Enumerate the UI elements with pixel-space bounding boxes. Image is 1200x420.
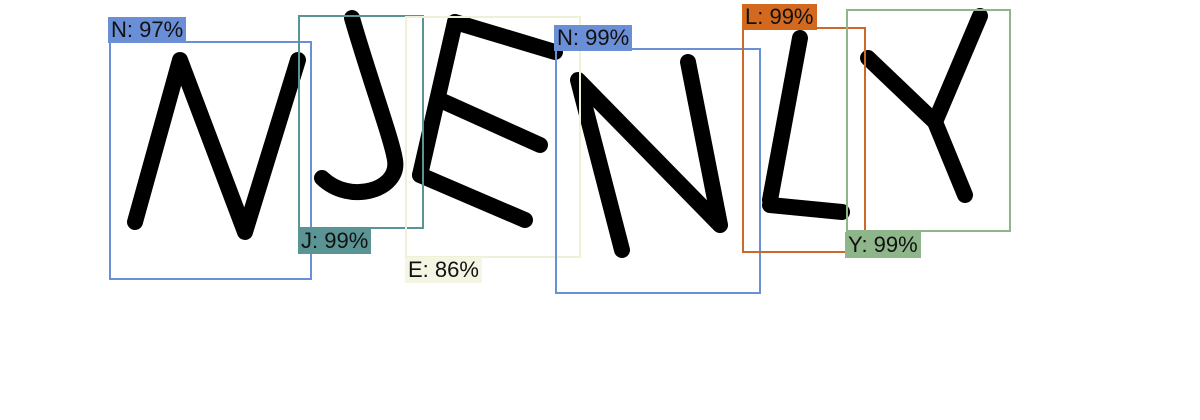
detection-label: N: 97% <box>108 17 187 43</box>
glyph-n-left <box>127 52 306 240</box>
detection-label: J: 99% <box>298 228 372 254</box>
glyph-j <box>314 10 404 200</box>
glyph-n-middle <box>570 54 728 258</box>
glyph-e <box>412 14 563 228</box>
detection-label: Y: 99% <box>845 232 921 258</box>
detection-label: L: 99% <box>742 4 817 30</box>
bounding-box <box>846 9 1011 232</box>
glyph-y <box>860 8 988 203</box>
detection-label: N: 99% <box>554 25 633 51</box>
bounding-box <box>405 16 581 258</box>
bounding-box <box>109 41 312 280</box>
glyph-l <box>762 30 850 220</box>
bounding-box <box>555 48 761 294</box>
detection-label: E: 86% <box>405 257 482 283</box>
